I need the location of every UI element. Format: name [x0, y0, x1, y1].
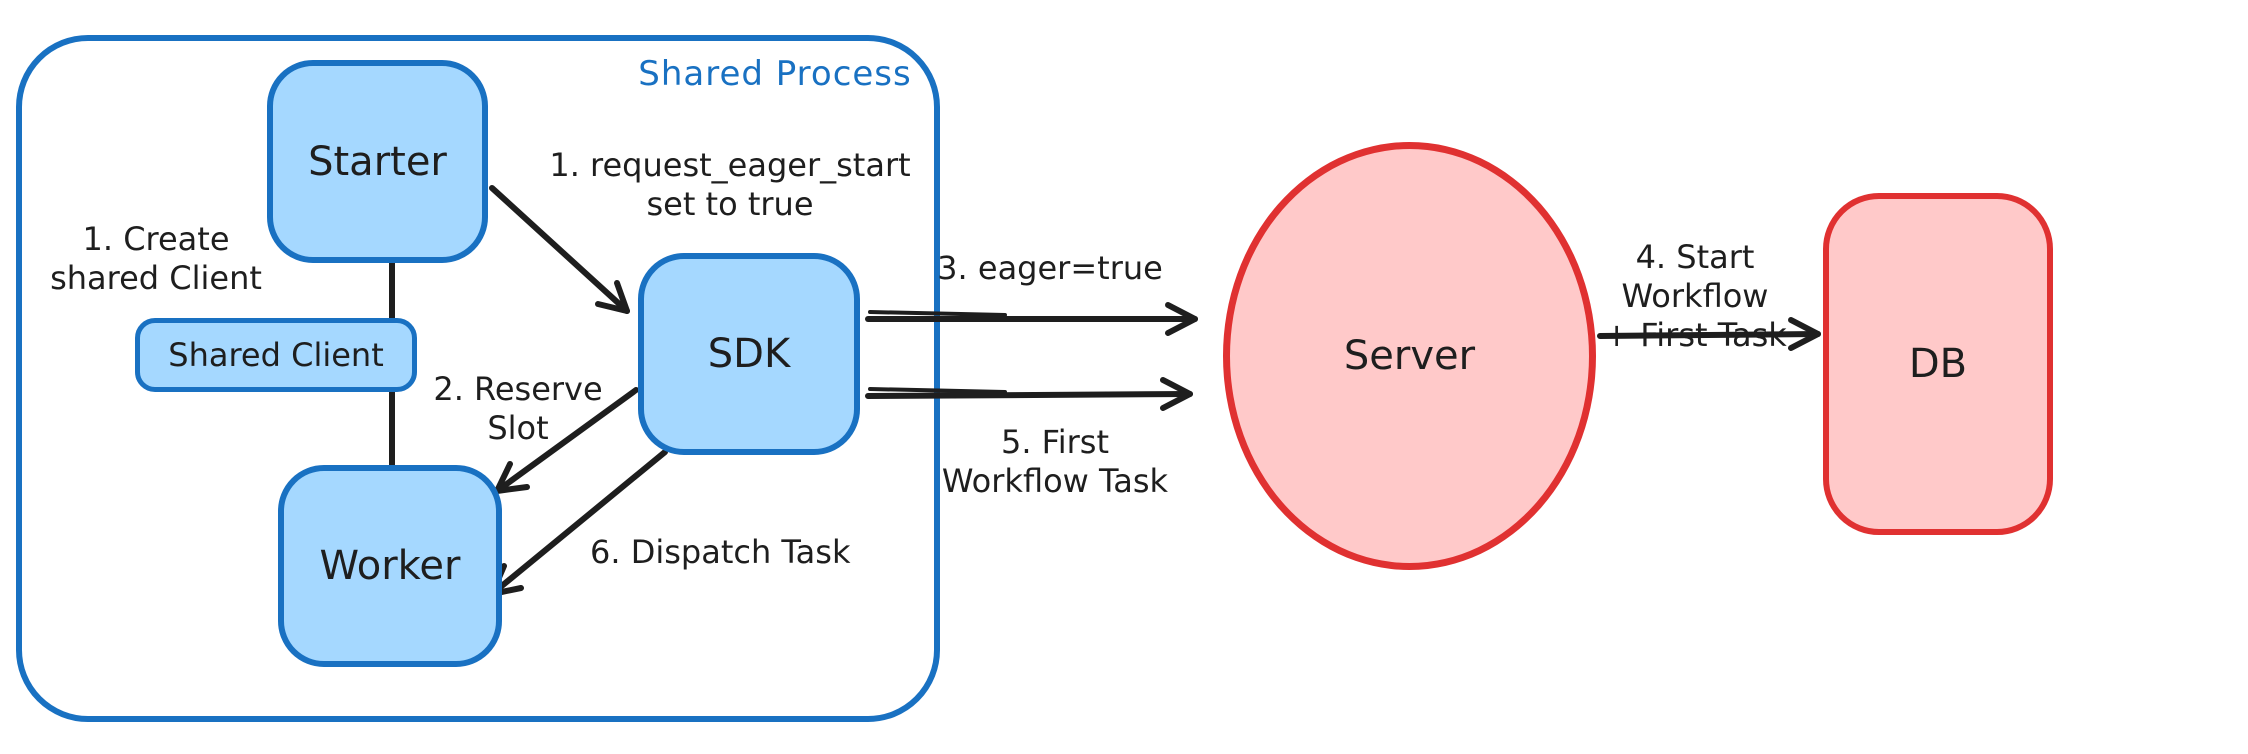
- node-starter: Starter: [267, 60, 488, 263]
- annotation-start-workflow: 4. Start Workflow + First Task: [1603, 238, 1787, 354]
- node-db-label: DB: [1908, 341, 1968, 387]
- node-server: Server: [1223, 142, 1596, 570]
- node-shared-client-label: Shared Client: [168, 336, 384, 374]
- node-sdk: SDK: [638, 253, 860, 455]
- shared-process-container: [16, 35, 940, 722]
- node-shared-client: Shared Client: [135, 318, 417, 392]
- node-db: DB: [1823, 193, 2053, 535]
- annotation-dispatch-task: 6. Dispatch Task: [590, 533, 851, 571]
- annotation-request-eager-start: 1. request_eager_start set to true: [549, 146, 911, 223]
- node-server-label: Server: [1343, 333, 1476, 379]
- annotation-eager-true: 3. eager=true: [937, 249, 1163, 287]
- node-sdk-label: SDK: [707, 331, 791, 377]
- annotation-first-workflow-task: 5. First Workflow Task: [941, 423, 1169, 500]
- node-worker: Worker: [278, 465, 502, 667]
- node-starter-label: Starter: [308, 138, 447, 185]
- node-worker-label: Worker: [319, 543, 461, 589]
- annotation-reserve-slot: 2. Reserve Slot: [433, 370, 603, 447]
- shared-process-label: Shared Process: [638, 54, 912, 94]
- annotation-create-shared-client: 1. Create shared Client: [50, 220, 262, 297]
